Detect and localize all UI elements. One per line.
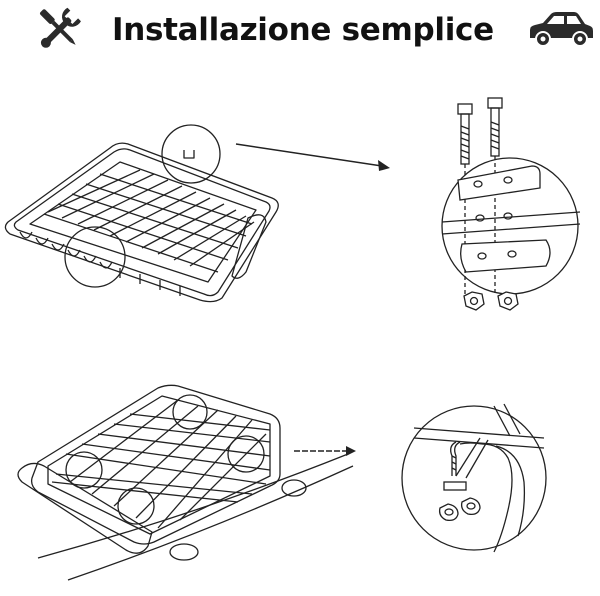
- tools-icon: [34, 6, 84, 52]
- bolt-bracket-detail: [436, 96, 586, 316]
- header: Installazione semplice: [0, 0, 600, 60]
- rack-on-roof-illustration: [8, 382, 358, 582]
- arrow-right-icon: [294, 444, 358, 458]
- roof-clamp-detail: [400, 386, 550, 586]
- arrow-right-icon: [234, 140, 394, 174]
- car-icon: [526, 10, 596, 48]
- rack-assembly-illustration: [0, 110, 300, 320]
- page-title: Installazione semplice: [112, 12, 494, 48]
